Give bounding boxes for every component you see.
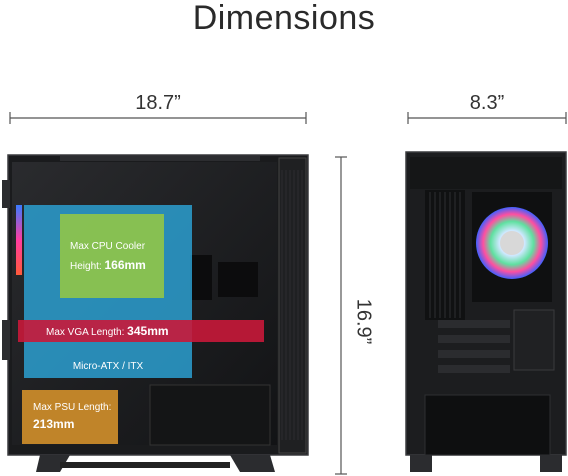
cpu-cooler-label-line1: Max CPU Cooler xyxy=(70,241,146,252)
depth-dimension-line xyxy=(407,112,567,124)
width-dimension-line xyxy=(9,112,307,124)
psu-label-text: Max PSU Length: xyxy=(33,402,112,413)
vga-label: Max VGA Length: 345mm xyxy=(46,322,256,342)
motherboard-label: Micro-ATX / ITX xyxy=(72,361,144,372)
front-foot-right xyxy=(540,455,562,472)
height-dimension-line xyxy=(335,156,347,475)
page-title: Dimensions xyxy=(192,0,376,37)
vga-value: 345mm xyxy=(127,324,169,338)
vga-label-text: Max VGA Length: xyxy=(46,327,125,338)
cpu-cooler-area xyxy=(60,214,164,298)
psu-area xyxy=(22,390,118,444)
case-foot-right xyxy=(230,455,275,472)
psu-label: Max PSU Length: 213mm xyxy=(33,400,117,434)
cpu-cooler-label: Max CPU Cooler Height: 166mm xyxy=(70,238,164,276)
cpu-cooler-value: 166mm xyxy=(104,258,146,272)
width-label: 18.7” xyxy=(135,92,181,114)
cpu-cooler-label-line2: Height: xyxy=(70,261,102,272)
vga-bar xyxy=(18,320,264,342)
psu-value: 213mm xyxy=(33,417,75,431)
front-foot-left xyxy=(410,455,432,472)
depth-label: 8.3” xyxy=(469,92,505,114)
rgb-strip xyxy=(16,205,22,275)
